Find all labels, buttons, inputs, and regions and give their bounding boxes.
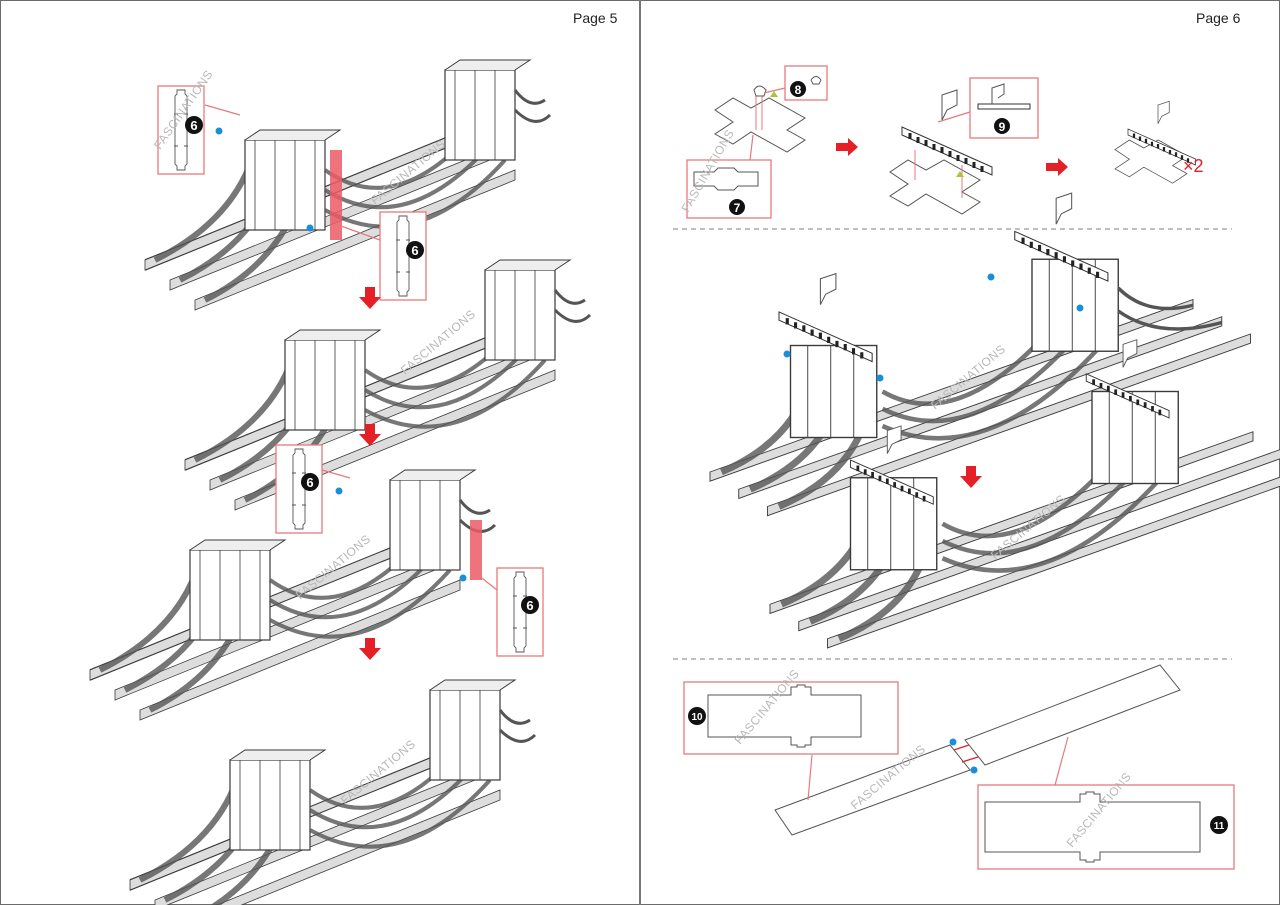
leader-line bbox=[477, 574, 498, 591]
connector-guide bbox=[953, 744, 979, 763]
part-number: 6 bbox=[190, 118, 197, 133]
part-8-piece bbox=[753, 85, 767, 97]
leader-line bbox=[337, 224, 381, 241]
page-6-illustrations: 8 7 FASCINATIONS 9 ×2 FASCINATIONS bbox=[673, 65, 1280, 870]
part-number: 9 bbox=[999, 120, 1006, 134]
part-number: 6 bbox=[306, 475, 313, 490]
insert-guide bbox=[914, 150, 963, 198]
blue-marker bbox=[876, 374, 884, 382]
part-badge bbox=[406, 241, 424, 259]
insert-guide bbox=[755, 95, 763, 130]
blue-marker bbox=[306, 224, 314, 232]
part-number: 6 bbox=[411, 243, 418, 258]
leader-line bbox=[807, 754, 813, 801]
blue-marker bbox=[1076, 304, 1084, 312]
base-plate-assembly bbox=[889, 159, 981, 215]
blue-marker bbox=[459, 574, 467, 582]
part-11-icon bbox=[984, 791, 1201, 863]
part-number: 8 bbox=[795, 83, 802, 97]
down-arrow-icon bbox=[359, 287, 381, 309]
callout-part-8 bbox=[784, 65, 828, 101]
right-arrow-icon bbox=[836, 138, 858, 156]
page-6: 8 7 FASCINATIONS 9 ×2 FASCINATIONS bbox=[640, 0, 1280, 905]
part-badge bbox=[729, 199, 745, 215]
leader-line bbox=[204, 104, 241, 116]
step-4-bridge bbox=[130, 680, 535, 905]
part-9-icon bbox=[977, 103, 1031, 110]
down-arrow-icon bbox=[359, 638, 381, 660]
deck-piece-11 bbox=[964, 664, 1181, 766]
green-marker bbox=[956, 171, 964, 177]
callout-part-6 bbox=[496, 567, 544, 657]
blue-marker bbox=[970, 766, 978, 774]
part-badge bbox=[185, 116, 203, 134]
blue-marker bbox=[987, 273, 995, 281]
part-number: 10 bbox=[691, 712, 703, 723]
bridge-with-tops-result bbox=[769, 338, 1280, 649]
leader-line bbox=[763, 87, 786, 94]
part-7-icon bbox=[693, 167, 759, 191]
quantity-multiplier: ×2 bbox=[1183, 156, 1204, 176]
highlighted-part bbox=[470, 520, 482, 580]
part-badge bbox=[521, 596, 539, 614]
part-badge bbox=[301, 473, 319, 491]
bridge-with-tops bbox=[709, 191, 1251, 517]
blue-marker bbox=[783, 350, 791, 358]
blue-marker bbox=[949, 738, 957, 746]
leader-line bbox=[321, 469, 351, 479]
green-marker bbox=[770, 91, 778, 97]
leader-line bbox=[937, 111, 971, 123]
part-8-icon bbox=[810, 76, 822, 85]
blue-marker bbox=[335, 487, 343, 495]
down-arrow-icon bbox=[359, 424, 381, 446]
part-badge bbox=[994, 118, 1010, 134]
leader-line bbox=[1054, 736, 1069, 786]
page-5-illustrations: 6 6 FASCINATIONS FASCINATIONS FASCINATIO… bbox=[0, 0, 640, 905]
right-arrow-icon bbox=[1046, 158, 1068, 176]
highlighted-part bbox=[330, 150, 342, 240]
part-number: 11 bbox=[1214, 821, 1225, 832]
leader-line bbox=[749, 134, 754, 161]
part-number: 6 bbox=[526, 598, 533, 613]
page-number-left: Page 5 bbox=[573, 10, 618, 26]
page-5: 6 6 FASCINATIONS FASCINATIONS FASCINATIO… bbox=[0, 0, 640, 905]
page-gutter bbox=[639, 0, 641, 905]
part-badge bbox=[790, 81, 806, 97]
part-badge bbox=[688, 707, 706, 725]
part-10-icon bbox=[707, 684, 862, 748]
down-arrow-icon bbox=[960, 466, 982, 488]
page-number-right: Page 6 bbox=[1196, 10, 1241, 26]
deck-piece-10 bbox=[774, 744, 971, 836]
part-number: 7 bbox=[734, 201, 741, 215]
completed-sub-assembly bbox=[1114, 139, 1188, 184]
blue-marker bbox=[215, 127, 223, 135]
part-badge bbox=[1210, 816, 1228, 834]
